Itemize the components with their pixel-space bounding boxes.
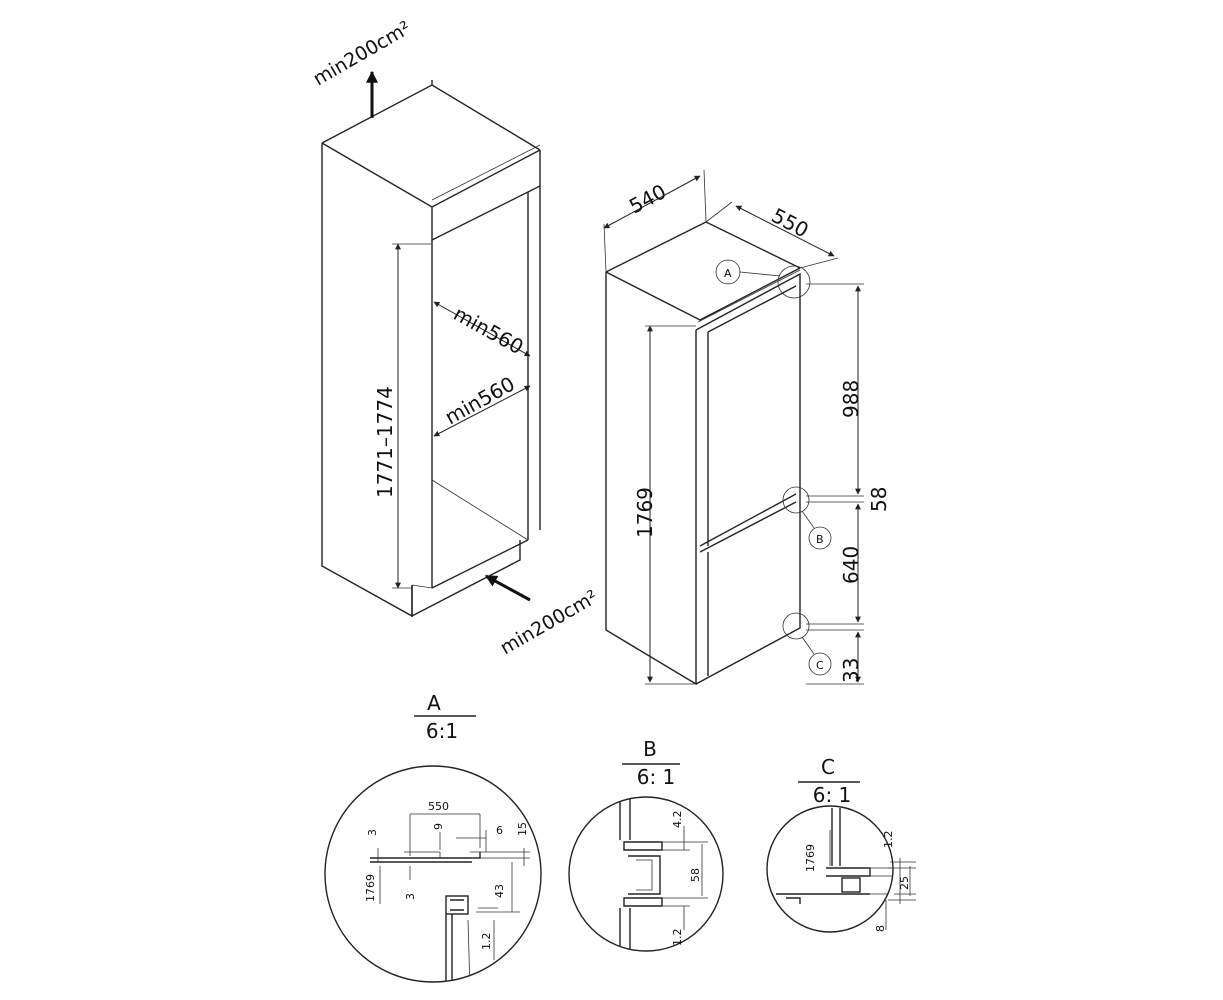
appliance-depth-label: 550 [768, 203, 813, 242]
detail-b-d58: 58 [689, 868, 702, 882]
cabinet-width-bottom-label: min560 [441, 372, 519, 430]
dim-gap-label: 58 [867, 487, 891, 512]
detail-b-scale: 6: 1 [637, 765, 676, 789]
callout-c-label: C [816, 659, 824, 672]
appliance-drawing: 540 550 1769 988 58 640 33 A B C [603, 169, 891, 686]
callout-a-label: A [724, 267, 732, 280]
detail-b-d12: 1.2 [671, 929, 684, 947]
detail-c-d1769: 1769 [804, 844, 817, 872]
detail-c: C 6: 1 1769 1.2 25 8 [766, 755, 916, 933]
detail-a-d6: 6 [496, 824, 503, 837]
callout-b-label: B [816, 533, 824, 546]
detail-a-d9: 9 [432, 823, 445, 830]
cabinet-width-top-label: min560 [450, 301, 528, 359]
detail-a-d12: 1.2 [480, 933, 493, 951]
vent-top-label: min200cm² [310, 17, 415, 90]
detail-c-d25: 25 [898, 876, 911, 890]
cabinet-drawing: min200cm² min200cm² min560 min560 1771–1… [310, 17, 602, 659]
detail-b: B 6: 1 4.2 58 1.2 [568, 737, 724, 952]
detail-c-d8: 8 [874, 925, 887, 932]
detail-c-scale: 6: 1 [813, 783, 852, 807]
detail-a-label: A [427, 691, 441, 715]
vent-bottom-label: min200cm² [497, 586, 602, 659]
detail-a-d3-bottom: 3 [404, 893, 417, 900]
detail-b-d42: 4.2 [671, 811, 684, 829]
detail-c-label: C [821, 755, 835, 779]
detail-a-d1769: 1769 [364, 874, 377, 902]
detail-a-d550: 550 [428, 800, 449, 813]
cabinet-height-label: 1771–1774 [373, 386, 397, 498]
detail-c-d12: 1.2 [882, 831, 895, 849]
dim-upper-label: 988 [839, 380, 863, 418]
dim-lower-label: 640 [839, 546, 863, 584]
dim-bottom-label: 33 [839, 658, 863, 683]
detail-a-d3-top: 3 [366, 829, 379, 836]
appliance-height-label: 1769 [633, 487, 657, 538]
detail-a-scale: 6:1 [426, 719, 458, 743]
detail-a-d15: 15 [516, 822, 529, 836]
detail-a-d43: 43 [493, 884, 506, 898]
detail-a: A 6:1 550 [324, 691, 542, 983]
detail-b-label: B [643, 737, 657, 761]
